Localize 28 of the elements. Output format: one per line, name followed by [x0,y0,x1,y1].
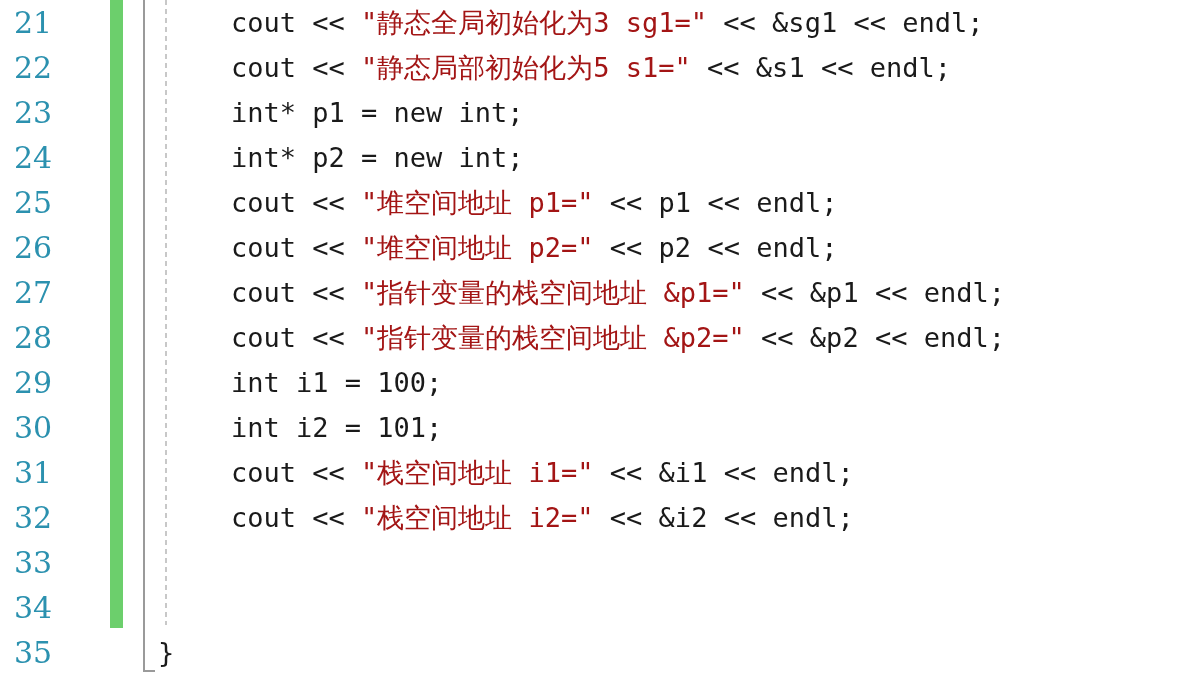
line-number: 34 [14,589,54,627]
code-line: cout << "静态全局初始化为3 sg1=" << &sg1 << endl; [231,6,984,40]
line-number: 28 [14,319,54,357]
line-number: 23 [14,94,54,132]
line-number: 26 [14,229,54,267]
line-number: 31 [14,454,54,492]
line-number: 30 [14,409,54,447]
line-number: 29 [14,364,54,402]
line-number: 33 [14,544,54,582]
line-number: 27 [14,274,54,312]
line-number: 35 [14,634,54,672]
code-line: int* p1 = new int; [231,96,524,130]
code-line: cout << "堆空间地址 p2=" << p2 << endl; [231,231,838,265]
line-number: 22 [14,49,54,87]
code-line: int* p2 = new int; [231,141,524,175]
code-line: cout << "指针变量的栈空间地址 &p1=" << &p1 << endl; [231,276,1005,310]
line-number: 25 [14,184,54,222]
code-line: int i2 = 101; [231,411,443,445]
code-line: cout << "堆空间地址 p1=" << p1 << endl; [231,186,838,220]
line-number: 21 [14,4,54,42]
line-number: 24 [14,139,54,177]
line-number: 32 [14,499,54,537]
code-line: cout << "指针变量的栈空间地址 &p2=" << &p2 << endl; [231,321,1005,355]
code-line: cout << "栈空间地址 i1=" << &i1 << endl; [231,456,854,490]
code-line: int i1 = 100; [231,366,443,400]
code-line: cout << "静态局部初始化为5 s1=" << &s1 << endl; [231,51,951,85]
code-line: cout << "栈空间地址 i2=" << &i2 << endl; [231,501,854,535]
code-line: } [158,636,175,670]
